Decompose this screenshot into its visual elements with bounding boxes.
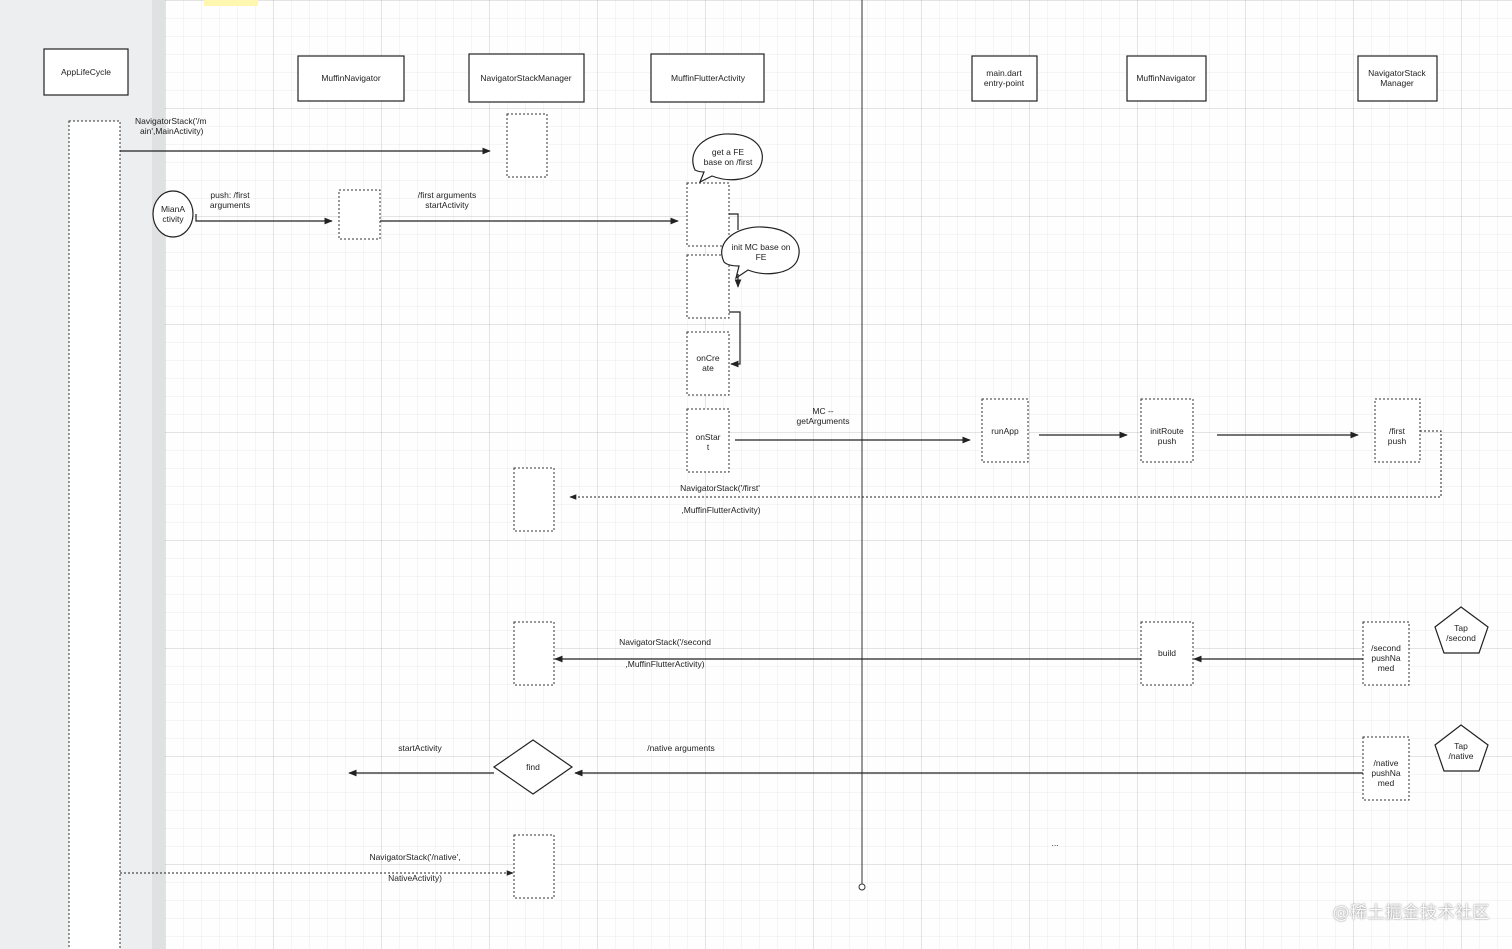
msg-push-first: push: /first	[210, 190, 250, 200]
msg-nav-stack-main: NavigatorStack('/m	[135, 116, 207, 126]
main-activity-label: MianA	[161, 204, 185, 214]
participant-label: Manager	[1380, 78, 1414, 88]
msg-start-activity: startActivity	[398, 743, 442, 753]
build-label: build	[1158, 648, 1176, 658]
second-push-label: /second	[1371, 643, 1401, 653]
participant-navigator-stack-manager-left[interactable]: NavigatorStackManager	[468, 53, 585, 103]
activation-on-start[interactable]	[686, 408, 730, 473]
selection-highlight	[204, 0, 258, 6]
msg-nav-stack-second: ,MuffinFlutterActivity)	[625, 659, 704, 669]
msg-nav-stack-native: NavigatorStack('/native',	[369, 852, 460, 862]
bubble-init-mc[interactable]: init MC base on FE	[721, 226, 800, 280]
tap-second-label: /second	[1446, 633, 1476, 643]
main-activity-node[interactable]: MianA ctivity	[152, 190, 194, 238]
tap-second-node[interactable]: Tap /second	[1434, 606, 1489, 654]
tap-second-label: Tap	[1454, 623, 1468, 633]
self-call-1	[729, 213, 739, 230]
participant-main-dart[interactable]: main.dart entry-point	[971, 55, 1038, 102]
find-label: find	[526, 762, 540, 772]
msg-nav-stack-second: NavigatorStack('/second	[619, 637, 711, 647]
watermark: @稀土掘金技术社区	[1332, 903, 1490, 923]
participant-app-life-cycle[interactable]: AppLifeCycle	[43, 48, 129, 96]
on-start-label: t	[707, 442, 710, 452]
participant-muffin-flutter-activity[interactable]: MuffinFlutterActivity	[650, 53, 765, 103]
init-route-label: push	[1158, 436, 1177, 446]
gutter-edge	[152, 0, 165, 949]
arrow-nav-stack-first	[569, 430, 1442, 500]
activation-build[interactable]	[1140, 621, 1194, 686]
tap-native-node[interactable]: Tap /native	[1434, 724, 1489, 772]
participant-label: MuffinNavigator	[321, 73, 381, 83]
first-push-label: /first	[1389, 426, 1406, 436]
bubble-label: base on /first	[704, 157, 753, 167]
run-app-label: runApp	[991, 426, 1019, 436]
activation-mfa-1[interactable]	[686, 182, 730, 247]
activation-nsm-first[interactable]	[513, 467, 555, 532]
msg-nav-stack-main: ain',MainActivity)	[140, 126, 204, 136]
msg-native-args: /native arguments	[647, 743, 715, 753]
activation-nsm-main[interactable]	[506, 113, 548, 178]
activation-mfa-2[interactable]	[686, 254, 730, 319]
native-push-label: /native	[1373, 758, 1398, 768]
msg-first-args: startActivity	[425, 200, 469, 210]
participant-muffin-navigator-right[interactable]: MuffinNavigator	[1126, 55, 1207, 102]
bubble-get-fe[interactable]: get a FE base on /first	[692, 133, 763, 184]
activation-second-push[interactable]	[1362, 621, 1410, 686]
activation-native-push[interactable]	[1362, 736, 1410, 801]
participant-label: NavigatorStackManager	[480, 73, 571, 83]
second-push-label: med	[1378, 663, 1395, 673]
msg-push-first: arguments	[210, 200, 250, 210]
participant-label: entry-point	[984, 78, 1025, 88]
participant-label: MuffinNavigator	[1136, 73, 1196, 83]
participant-muffin-navigator-left[interactable]: MuffinNavigator	[297, 55, 405, 102]
arrow-push-first	[195, 214, 333, 225]
participant-label: MuffinFlutterActivity	[671, 73, 746, 83]
activation-nsm-second[interactable]	[513, 621, 555, 686]
tap-native-label: Tap	[1454, 741, 1468, 751]
bubble-label: init MC base on	[731, 242, 790, 252]
center-divider-end	[858, 883, 866, 891]
msg-nav-stack-native: NativeActivity)	[388, 873, 442, 883]
msg-first-args: /first arguments	[418, 190, 477, 200]
msg-nav-stack-first: ,MuffinFlutterActivity)	[681, 505, 760, 515]
native-push-label: med	[1378, 778, 1395, 788]
on-create-label: onCre	[696, 353, 719, 363]
msg-nav-stack-first: NavigatorStack('/first'	[680, 483, 760, 493]
activation-mn-push[interactable]	[338, 189, 381, 240]
init-route-label: initRoute	[1150, 426, 1184, 436]
bubble-label: get a FE	[712, 147, 744, 157]
msg-ellipsis: ...	[1051, 838, 1058, 848]
self-call-3	[729, 311, 741, 368]
activation-nsm-native[interactable]	[513, 834, 555, 899]
native-push-label: pushNa	[1371, 768, 1401, 778]
app-life-cycle-lifeline[interactable]	[68, 120, 121, 949]
participant-navigator-stack-manager-right[interactable]: NavigatorStack Manager	[1357, 55, 1438, 102]
on-create-label: ate	[702, 363, 714, 373]
activation-on-create[interactable]	[686, 331, 730, 396]
find-decision[interactable]: find	[492, 739, 574, 795]
on-start-label: onStar	[695, 432, 720, 442]
participant-label: AppLifeCycle	[61, 67, 111, 77]
participant-label: main.dart	[986, 68, 1022, 78]
second-push-label: pushNa	[1371, 653, 1401, 663]
tap-native-label: /native	[1448, 751, 1473, 761]
first-push-label: push	[1388, 436, 1407, 446]
activation-init-route[interactable]	[1140, 398, 1194, 463]
msg-mc-get-args: getArguments	[797, 416, 850, 426]
main-activity-label: ctivity	[162, 214, 184, 224]
bubble-label: FE	[756, 252, 767, 262]
msg-mc-get-args: MC --	[812, 406, 833, 416]
activation-run-app[interactable]	[981, 398, 1029, 463]
participant-label: NavigatorStack	[1368, 68, 1426, 78]
